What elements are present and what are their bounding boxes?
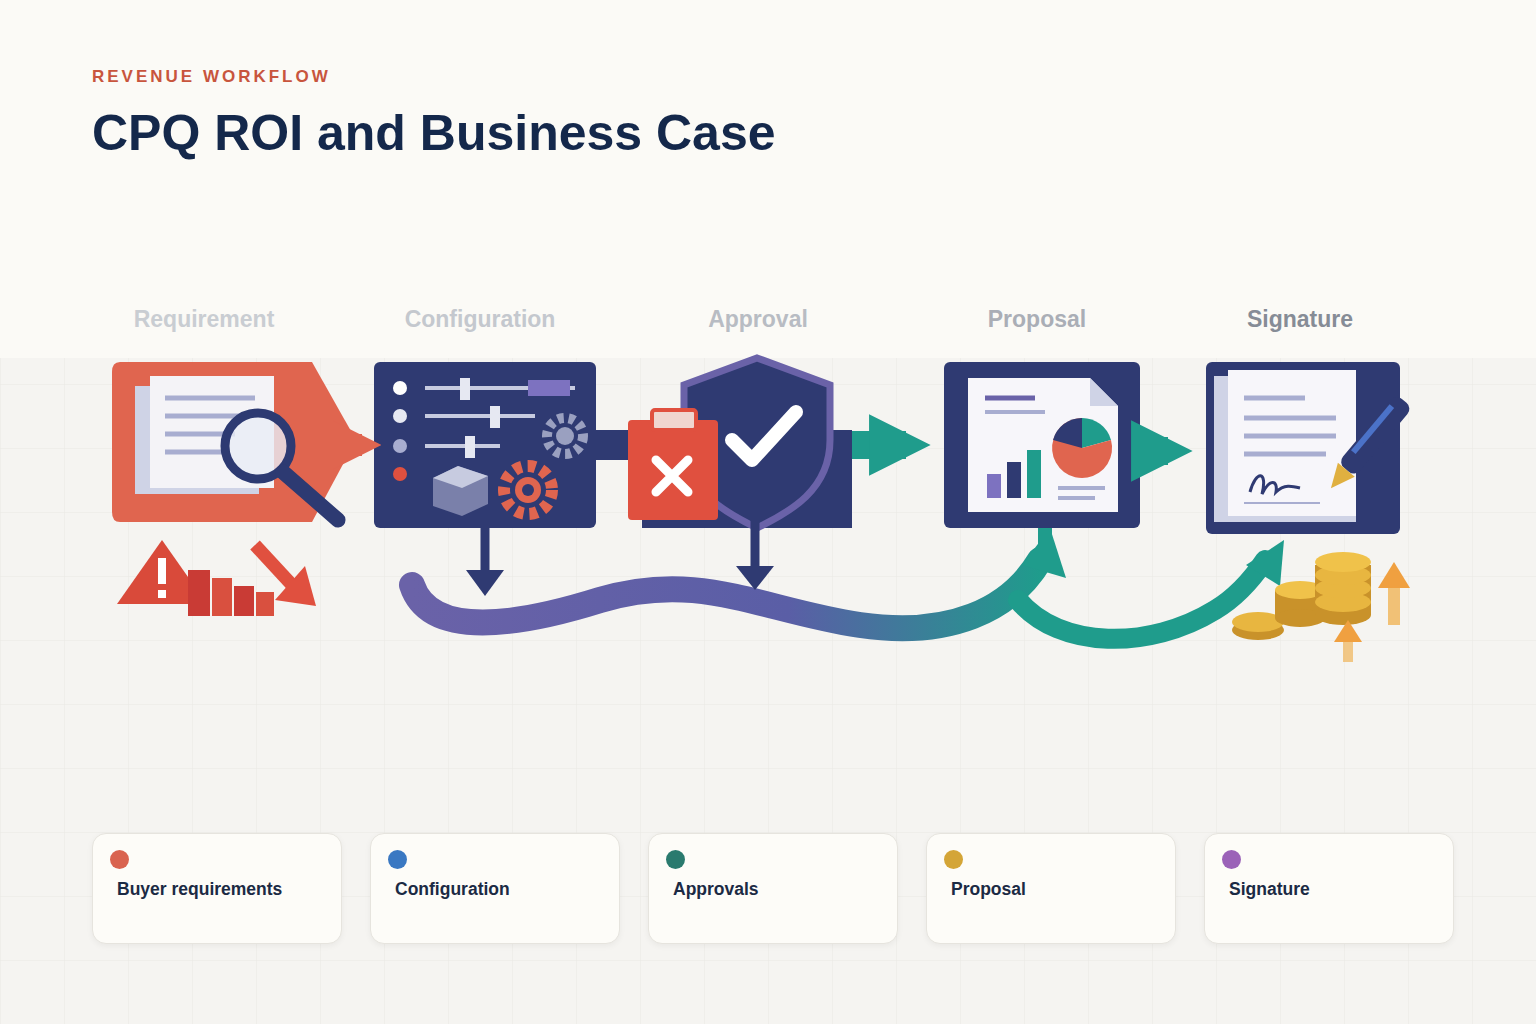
stage-label: Signature — [1247, 304, 1353, 334]
flow-arrow — [852, 431, 906, 459]
legend-text: Buyer requirements — [117, 879, 282, 900]
stage-label: Proposal — [988, 304, 1086, 334]
stage-label: Configuration — [405, 304, 556, 334]
stage-panel: Proposal — [944, 300, 1140, 528]
configuration-icon — [374, 362, 596, 596]
legend-card: Buyer requirements — [92, 833, 342, 944]
eyebrow-label: REVENUE WORKFLOW — [92, 67, 331, 87]
legend-swatch — [944, 850, 963, 869]
stage-label: Approval — [708, 304, 808, 334]
legend-text: Configuration — [395, 879, 510, 900]
signature-icon — [1206, 362, 1413, 662]
proposal-icon — [944, 362, 1140, 562]
requirement-icon — [112, 362, 356, 616]
coins — [1232, 552, 1410, 662]
flow-wave — [412, 528, 1284, 639]
legend-swatch — [1222, 850, 1241, 869]
legend-card: Signature — [1204, 833, 1454, 944]
stage-panel: Configuration — [374, 300, 596, 528]
stage-panel: Requirement — [112, 300, 356, 522]
flow-arrow — [596, 430, 628, 460]
legend-text: Signature — [1229, 879, 1310, 900]
legend-swatch — [388, 850, 407, 869]
page-title: CPQ ROI and Business Case — [92, 104, 776, 162]
stage-panel: Signature — [1206, 300, 1400, 534]
approval-icon — [628, 358, 852, 590]
stage-panel: Approval — [628, 300, 852, 528]
legend-text: Proposal — [951, 879, 1026, 900]
flow-arrow — [326, 434, 362, 456]
stage-label: Requirement — [134, 304, 275, 334]
flow-arrow — [1140, 437, 1168, 465]
legend-card: Proposal — [926, 833, 1176, 944]
legend-text: Approvals — [673, 879, 759, 900]
legend-swatch — [110, 850, 129, 869]
legend-card: Approvals — [648, 833, 898, 944]
legend-card: Configuration — [370, 833, 620, 944]
legend-swatch — [666, 850, 685, 869]
